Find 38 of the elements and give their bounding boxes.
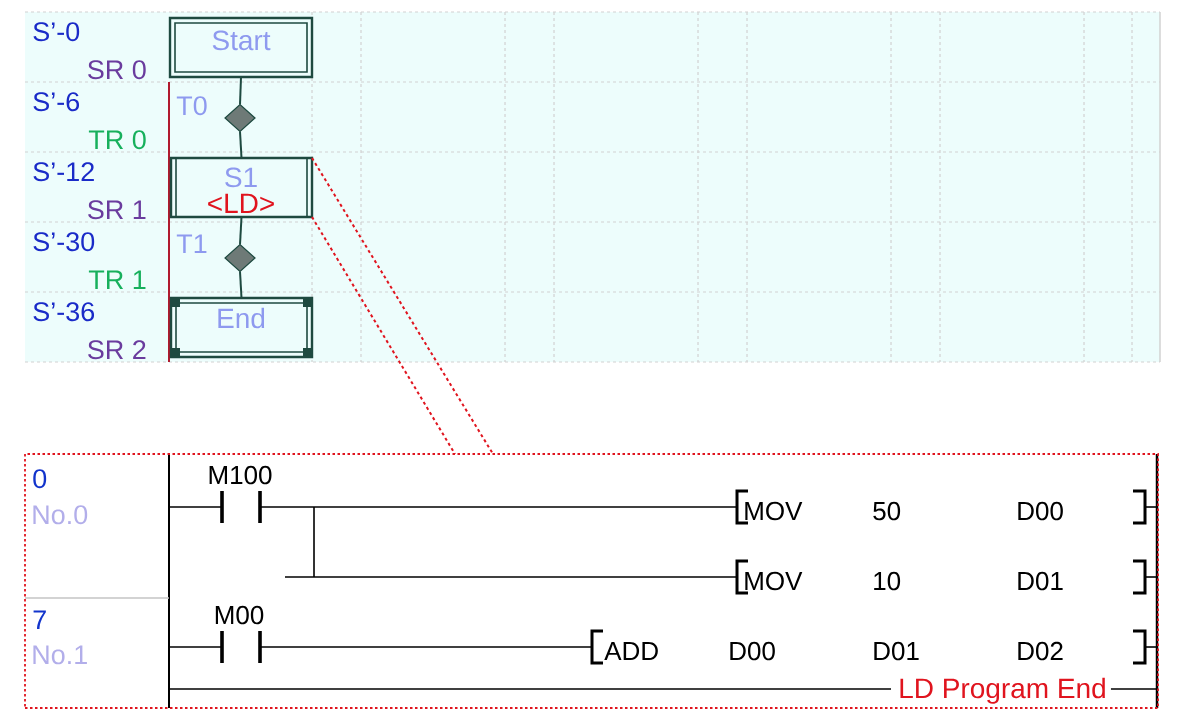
rung-number: No.1 (33, 645, 87, 665)
row-label: S’-12 (33, 162, 94, 182)
row-label: SR 1 (88, 200, 146, 220)
connector-line (239, 130, 243, 159)
row-label: SR 2 (88, 340, 146, 360)
step-box: Start (168, 16, 314, 79)
connector-line (239, 76, 242, 106)
callout-line (311, 216, 456, 455)
operand-text: D00 (1018, 501, 1063, 521)
transition-label: T1 (176, 234, 207, 253)
connector-line (239, 216, 243, 246)
instruction-text: MOV (745, 571, 803, 591)
end-step-box: End (169, 296, 314, 359)
contact-label: M00 (215, 605, 264, 625)
operand-text: 50 (873, 501, 901, 521)
row-label: TR 1 (88, 270, 146, 289)
row-label: S’-36 (33, 302, 95, 322)
step-box: S1 <LD> (169, 156, 314, 219)
operand-text: 10 (874, 571, 901, 591)
connector-line (239, 270, 243, 299)
step-number: 0 (33, 469, 47, 489)
contact-label: M100 (209, 465, 272, 485)
row-label: SR 0 (88, 60, 146, 80)
row-label: S’-0 (33, 22, 80, 42)
step-number: 7 (33, 610, 46, 629)
row-label: S’-30 (33, 232, 95, 252)
instruction-text: MOV (745, 501, 803, 521)
callout-line (311, 157, 494, 455)
row-label: TR 0 (88, 130, 146, 150)
operand-text: D00 (730, 641, 775, 661)
transition-label: T0 (176, 96, 207, 116)
rung-number: No.0 (33, 505, 88, 525)
operand-text: D02 (1018, 641, 1063, 661)
operand-text: D01 (1018, 571, 1063, 591)
row-label: S’-6 (33, 92, 80, 112)
operand-text: D01 (874, 641, 919, 661)
instruction-text: ADD (604, 642, 658, 660)
end-label: LD Program End (900, 677, 1105, 704)
